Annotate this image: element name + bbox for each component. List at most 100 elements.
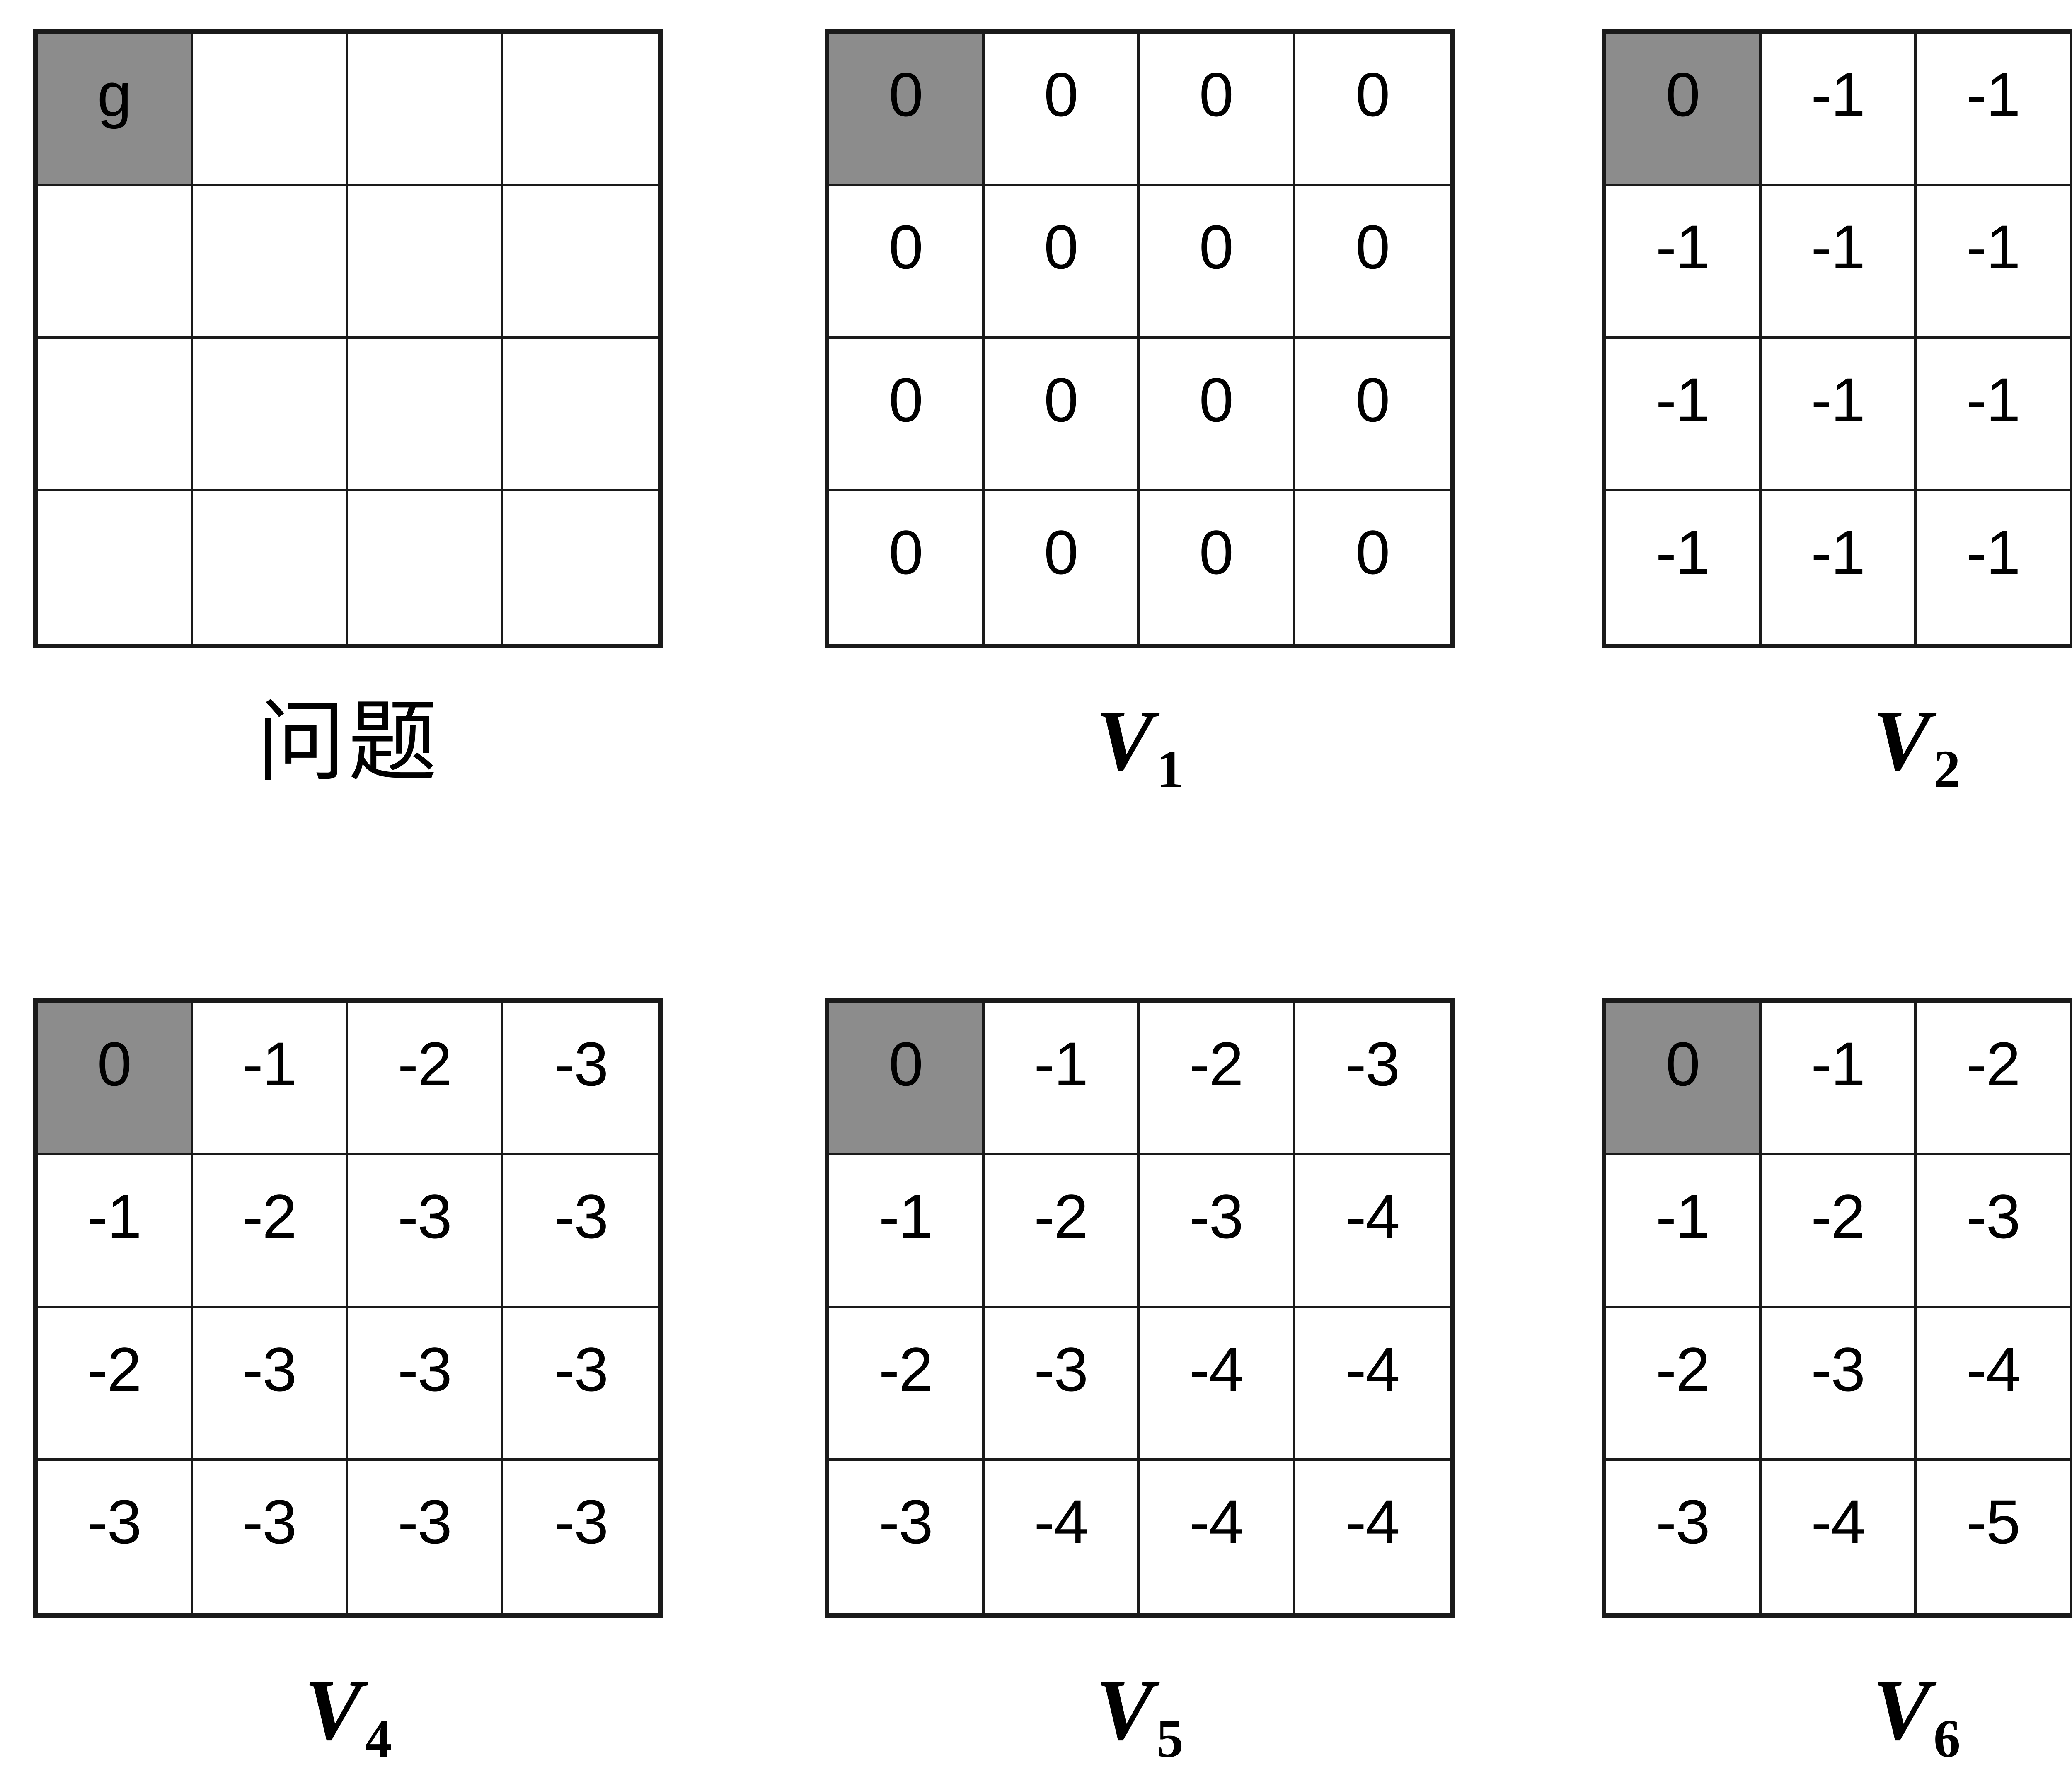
label-subscript: 6 <box>1934 1709 1961 1769</box>
grid-cell-terminal: g <box>38 34 193 186</box>
grid-cell: -1 <box>193 1003 349 1155</box>
grid-cell: -1 <box>1762 339 1917 491</box>
grid-cell: 0 <box>1295 34 1450 186</box>
value-grid-v5: 0-1-2-3-1-2-3-4-2-3-4-4-3-4-4-4 <box>825 998 1455 1618</box>
grid-cell: -1 <box>38 1155 193 1308</box>
grid-cell: -4 <box>1140 1461 1295 1613</box>
panel-v6: 0-1-2-3-1-2-3-4-2-3-4-5-3-4-5-5V6 <box>1602 998 2072 1791</box>
grid-cell: -4 <box>1295 1155 1450 1308</box>
label-subscript: 4 <box>365 1709 392 1769</box>
grid-cell: -2 <box>38 1308 193 1461</box>
value-grid-problem: g <box>33 29 663 648</box>
grid-cell: -3 <box>348 1461 503 1613</box>
grid-cell: -3 <box>348 1155 503 1308</box>
grid-cell-terminal: 0 <box>829 34 985 186</box>
grid-cell: -1 <box>1606 186 1762 338</box>
label-subscript: 1 <box>1157 740 1184 799</box>
grid-cell: -2 <box>985 1155 1140 1308</box>
panel-label-symbol: V5 <box>1096 1667 1184 1766</box>
label-base: V <box>1873 1662 1931 1758</box>
grid-cell: -1 <box>1917 339 2072 491</box>
panel-label-symbol: V1 <box>1096 697 1184 796</box>
grid-cell <box>38 339 193 491</box>
grid-cell: 0 <box>1140 339 1295 491</box>
grid-cell: -3 <box>348 1308 503 1461</box>
value-grid-v4: 0-1-2-3-1-2-3-3-2-3-3-3-3-3-3-3 <box>33 998 663 1618</box>
grid-cell: -4 <box>1917 1308 2072 1461</box>
grid-cell: -1 <box>1917 491 2072 644</box>
label-base: V <box>304 1662 362 1758</box>
grid-cell: -1 <box>1606 491 1762 644</box>
grid-cell: -4 <box>1762 1461 1917 1613</box>
grid-cell <box>348 186 503 338</box>
grid-cell: 0 <box>985 339 1140 491</box>
grid-cell-terminal: 0 <box>1606 34 1762 186</box>
grid-cell: -1 <box>1606 339 1762 491</box>
grid-cell: 0 <box>829 186 985 338</box>
panel-label-v2: V2 <box>1873 697 1961 822</box>
grid-cell <box>348 339 503 491</box>
grid-cell: -1 <box>1917 186 2072 338</box>
panel-label-problem: 问题 <box>257 697 440 822</box>
grid-cell: -2 <box>829 1308 985 1461</box>
grid-cell: -3 <box>193 1461 349 1613</box>
grid-cell: -2 <box>193 1155 349 1308</box>
grid-cell <box>193 339 349 491</box>
panel-label-v6: V6 <box>1873 1667 1961 1791</box>
label-subscript: 5 <box>1157 1709 1184 1769</box>
grid-cell: -2 <box>1917 1003 2072 1155</box>
grid-cell: -4 <box>1140 1308 1295 1461</box>
grid-cell: -3 <box>38 1461 193 1613</box>
label-base: V <box>1873 693 1931 789</box>
grid-cell: -3 <box>1917 1155 2072 1308</box>
panel-v2: 0-1-1-1-1-1-1-1-1-1-1-1-1-1-1-1V2 <box>1602 29 2072 822</box>
grid-cell: -3 <box>1762 1308 1917 1461</box>
grid-cell <box>193 491 349 644</box>
grid-cell: -1 <box>1917 34 2072 186</box>
grid-cell: -4 <box>1295 1461 1450 1613</box>
grid-cell: -1 <box>985 1003 1140 1155</box>
value-grid-v6: 0-1-2-3-1-2-3-4-2-3-4-5-3-4-5-5 <box>1602 998 2072 1618</box>
panel-problem: g 问题 <box>33 29 663 822</box>
panel-label-text: 问题 <box>257 697 440 786</box>
grid-cell <box>38 186 193 338</box>
grid-cell: -5 <box>1917 1461 2072 1613</box>
grid-cell <box>193 186 349 338</box>
grid-cell: -1 <box>1606 1155 1762 1308</box>
value-grid-v2: 0-1-1-1-1-1-1-1-1-1-1-1-1-1-1-1 <box>1602 29 2072 648</box>
grid-cell: 0 <box>1295 186 1450 338</box>
label-subscript: 2 <box>1934 740 1961 799</box>
grid-cell: -2 <box>1762 1155 1917 1308</box>
grid-cell: -3 <box>193 1308 349 1461</box>
grid-cell: 0 <box>829 491 985 644</box>
grid-cell: 0 <box>1140 186 1295 338</box>
grid-cell-terminal: 0 <box>1606 1003 1762 1155</box>
grid-cell-terminal: 0 <box>38 1003 193 1155</box>
grid-cell-terminal: 0 <box>829 1003 985 1155</box>
grid-cell: 0 <box>829 339 985 491</box>
grid-cell: 0 <box>985 491 1140 644</box>
grid-cell: -3 <box>1295 1003 1450 1155</box>
grid-cell: -1 <box>1762 1003 1917 1155</box>
grid-cell: -2 <box>348 1003 503 1155</box>
label-base: V <box>1096 1662 1154 1758</box>
grid-cell: -1 <box>1762 491 1917 644</box>
grid-cell <box>348 34 503 186</box>
panel-label-v1: V1 <box>1096 697 1184 822</box>
grid-cell: 0 <box>1295 491 1450 644</box>
grid-cell: 0 <box>985 34 1140 186</box>
label-base: V <box>1096 693 1154 789</box>
grid-cell: -1 <box>1762 34 1917 186</box>
grid-cell: -3 <box>985 1308 1140 1461</box>
panel-label-v4: V4 <box>304 1667 392 1791</box>
grid-cell: -3 <box>829 1461 985 1613</box>
grid-cell: -2 <box>1140 1003 1295 1155</box>
panel-label-symbol: V2 <box>1873 697 1961 796</box>
grid-cell: -3 <box>503 1155 659 1308</box>
grid-cell: 0 <box>1295 339 1450 491</box>
